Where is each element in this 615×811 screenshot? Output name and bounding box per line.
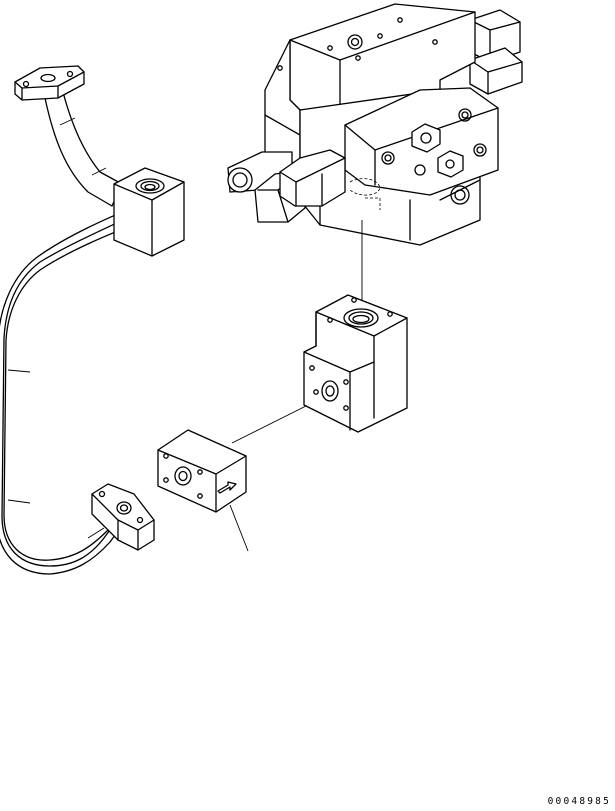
- pipe-assembly: [0, 65, 185, 575]
- adapter-block: [157, 429, 247, 513]
- control-valve: [227, 3, 523, 246]
- leader-line-block-to-adapter: [231, 404, 309, 444]
- flow-arrow-icon: [217, 481, 237, 494]
- hex-plug: [437, 150, 464, 178]
- bottom-flange: [91, 483, 155, 551]
- upper-tube: [44, 87, 123, 207]
- drawing-reference-code: 00048985: [547, 796, 611, 807]
- port-block: [344, 87, 499, 196]
- manifold-block: [303, 294, 408, 433]
- spool-shaft: [227, 149, 346, 223]
- top-flange: [14, 65, 85, 101]
- hex-plug: [411, 123, 441, 153]
- elbow-block: [113, 167, 185, 257]
- leader-line-callout: [229, 504, 249, 552]
